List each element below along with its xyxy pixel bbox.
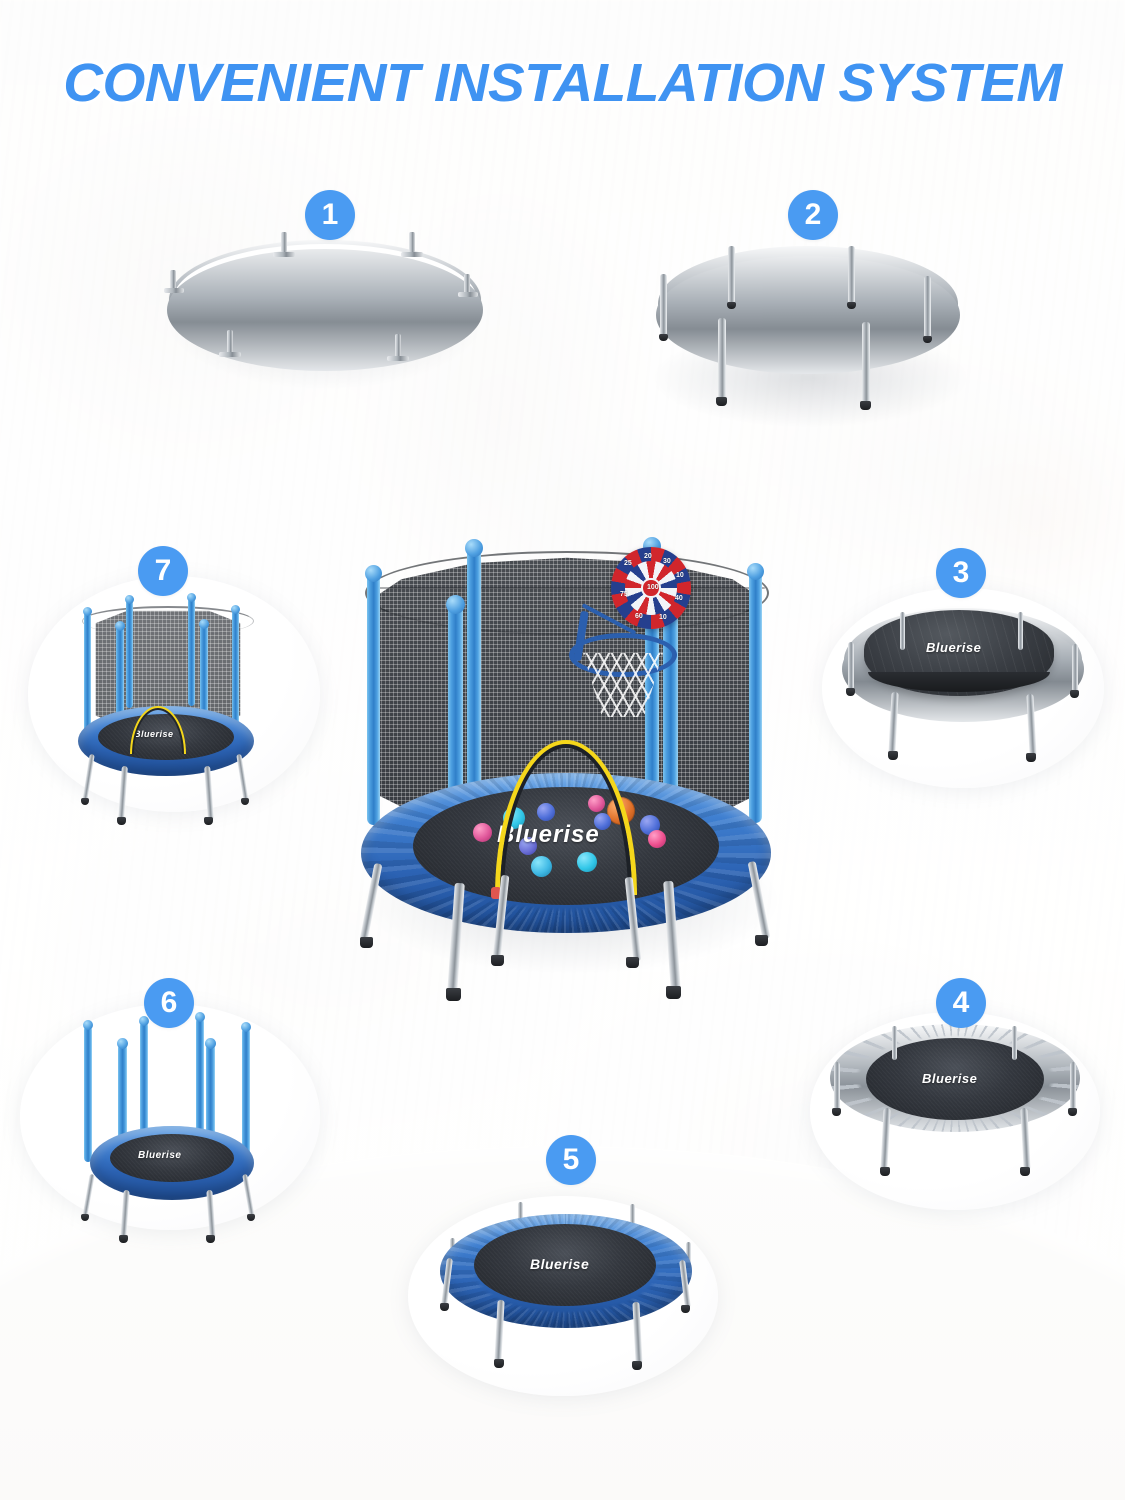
pole-cap [747, 563, 764, 580]
step-badge-5: 5 [546, 1135, 596, 1185]
dart-number: 25 [624, 560, 632, 567]
step-badge-2: 2 [788, 190, 838, 240]
enclosure-pole [749, 571, 762, 823]
step-badge-4: 4 [936, 978, 986, 1028]
dartboard-target: 100 25 20 30 10 40 75 60 10 [611, 547, 691, 629]
dart-number: 20 [644, 553, 652, 560]
brand-logo: Bluerise [926, 640, 982, 655]
brand-logo: Bluerise [922, 1071, 978, 1086]
step-5-illustration: Bluerise [422, 1198, 706, 1398]
brand-logo: Bluerise [530, 1256, 590, 1272]
leg-foot [755, 935, 768, 946]
dart-number: 100 [647, 584, 659, 591]
leg-foot [360, 937, 373, 948]
dart-number: 10 [676, 572, 684, 579]
enclosure-pole [367, 573, 380, 825]
pole-cap [365, 565, 382, 582]
pole-cap [465, 539, 483, 557]
net-top-rim [365, 551, 769, 635]
step-7-illustration: Bluerise [60, 586, 290, 825]
enclosure-pole [467, 547, 481, 795]
step-6-illustration: Bluerise [56, 1004, 294, 1243]
step-4-illustration: Bluerise [826, 1016, 1086, 1208]
step-badge-3: 3 [936, 548, 986, 598]
dart-number: 30 [663, 558, 671, 565]
step-badge-7: 7 [138, 546, 188, 596]
step-1-illustration [155, 222, 495, 402]
hero-product: 100 25 20 30 10 40 75 60 10 [345, 525, 795, 1010]
page-title: CONVENIENT INSTALLATION SYSTEM [63, 53, 1062, 113]
leg-foot [626, 957, 639, 968]
step-badge-6: 6 [144, 978, 194, 1028]
leg-foot [491, 955, 504, 966]
leg-foot [446, 988, 461, 1001]
dart-number: 60 [635, 613, 643, 620]
pole-cap [446, 595, 465, 614]
brand-logo: Bluerise [138, 1150, 182, 1161]
step-3-illustration: Bluerise [838, 596, 1090, 786]
leg-foot [666, 986, 681, 999]
dart-number: 40 [675, 595, 683, 602]
dart-number: 10 [659, 614, 667, 621]
step-badge-1: 1 [305, 190, 355, 240]
dart-number: 75 [620, 591, 628, 598]
play-ball [473, 823, 492, 842]
play-ball [648, 830, 666, 848]
step-2-illustration [640, 232, 980, 428]
